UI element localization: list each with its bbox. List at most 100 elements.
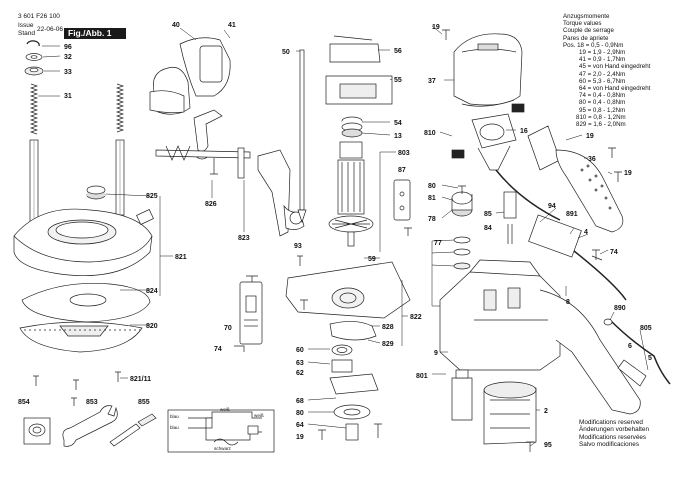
wiring-diagram <box>167 409 275 453</box>
part-callout: 826 <box>205 201 217 208</box>
wire-label: schwarz <box>214 446 232 451</box>
part-callout: 54 <box>394 120 402 127</box>
torque-row: Pos. 18 = 0,5 - 0,9Nm <box>563 41 624 49</box>
housing-part <box>285 261 411 341</box>
part-callout: 5 <box>648 355 652 362</box>
part-callout: 96 <box>64 44 72 51</box>
torque-heading: Couple de serrage <box>563 27 614 35</box>
modifications-line: Modifications reserved <box>579 419 643 426</box>
locking-rod-part <box>155 145 251 179</box>
issue-label: Issue <box>18 22 34 29</box>
part-callout: 6 <box>628 343 632 350</box>
figure-label: Fig./Abb. 1 <box>64 28 126 39</box>
part-callout: 84 <box>484 225 492 232</box>
washer-stack-part <box>453 236 471 270</box>
scale-part <box>234 275 263 352</box>
filter-part <box>451 369 473 421</box>
screwdriver-part <box>109 413 157 447</box>
part-callout: 70 <box>224 325 232 332</box>
part-callout: 8 <box>566 299 570 306</box>
screw-parts <box>33 371 121 406</box>
cover-ring-part <box>325 35 393 105</box>
right-screws-part <box>442 29 622 452</box>
part-callout: 16 <box>520 128 528 135</box>
part-callout: 19 <box>432 24 440 31</box>
top-cap-part <box>453 33 523 107</box>
part-callout: 41 <box>228 22 236 29</box>
wire-label: weiß <box>220 407 230 412</box>
torque-row: 64 = von Hand eingedreht <box>579 85 651 93</box>
part-callout: 810 <box>424 130 436 137</box>
part-callout: 822 <box>410 314 422 321</box>
collet-nut-part <box>331 344 353 373</box>
part-callout: 829 <box>382 341 394 348</box>
part-callout: 803 <box>398 150 410 157</box>
part-callout: 33 <box>64 69 72 76</box>
part-callout: 95 <box>544 442 552 449</box>
rear-handle-part <box>527 125 624 233</box>
torque-heading: Anzugsmomente <box>563 13 610 20</box>
switch-contact-part <box>451 103 525 159</box>
part-callout: 68 <box>296 398 304 405</box>
modifications-line: Salvo modificaciones <box>579 441 640 449</box>
part-callout: 36 <box>588 156 596 163</box>
part-callout: 2 <box>544 408 548 415</box>
part-callout: 824 <box>146 288 158 295</box>
part-callout: 80 <box>428 183 436 190</box>
torque-row: 41 = 0,9 - 1,7Nm <box>579 56 626 64</box>
part-callout: 820 <box>146 323 158 330</box>
part-callout: 31 <box>64 93 72 100</box>
part-callout: 60 <box>296 347 304 354</box>
collet-tool-part <box>23 417 51 445</box>
part-callout: 9 <box>434 350 438 357</box>
part-callout: 78 <box>428 216 436 223</box>
part-callout: 77 <box>434 240 442 247</box>
part-callout: 801 <box>416 373 428 380</box>
retaining-ring-part <box>26 40 40 47</box>
torque-row: 829 = 1,6 - 2,0Nm <box>576 121 626 129</box>
part-callout: 81 <box>428 195 436 202</box>
torque-row: 74 = 0,4 - 0,8Nm <box>579 92 626 100</box>
torque-row: 47 = 2,0 - 2,4Nm <box>579 70 626 78</box>
part-callout: 855 <box>138 399 150 406</box>
part-callout: 87 <box>398 167 406 174</box>
sub-base-part <box>21 283 151 323</box>
brush-holder-part <box>393 179 412 236</box>
part-callout: 853 <box>86 399 98 406</box>
modifications-line: Änderungen vorbehalten <box>579 426 649 434</box>
ring-part <box>24 66 44 76</box>
wire-label: weiß <box>254 413 264 418</box>
part-callout: 19 <box>586 133 594 140</box>
torque-table: Anzugsmomente Torque values Couple de se… <box>563 13 650 128</box>
bearing-part <box>341 116 363 138</box>
issue-date: 22-06-06 <box>37 26 64 33</box>
part-callout: 891 <box>566 211 578 218</box>
part-callout: 74 <box>610 249 618 256</box>
handle-part <box>149 37 231 115</box>
wrench-part <box>62 405 118 447</box>
leader-lines <box>38 25 649 447</box>
part-callout: 13 <box>394 133 402 140</box>
torque-row: 19 = 1,9 - 2,9Nm <box>579 49 626 57</box>
part-drawings <box>13 29 671 453</box>
torque-row: 95 = 0,8 - 1,2Nm <box>579 106 626 114</box>
torque-heading: Pares de apriete <box>563 34 609 42</box>
part-callout: 94 <box>548 203 556 210</box>
part-callout: 55 <box>394 77 402 84</box>
part-callout: 93 <box>294 243 302 250</box>
wiring-labels: blau blau weiß weiß schwarz <box>170 407 264 451</box>
speed-control-part <box>451 185 517 244</box>
shaft-part <box>297 49 307 224</box>
part-callout: 62 <box>296 370 304 377</box>
part-callout: 40 <box>172 22 180 29</box>
washer-part <box>25 53 43 61</box>
part-callout: 4 <box>584 229 588 236</box>
spring-part <box>29 83 125 135</box>
part-callout: 59 <box>368 256 376 263</box>
part-callout: 19 <box>296 434 304 441</box>
part-callout: 821 <box>175 254 187 261</box>
part-callout: 56 <box>394 48 402 55</box>
torque-row: 80 = 0,4 - 0,8Nm <box>579 99 626 107</box>
part-callout: 64 <box>296 422 304 429</box>
